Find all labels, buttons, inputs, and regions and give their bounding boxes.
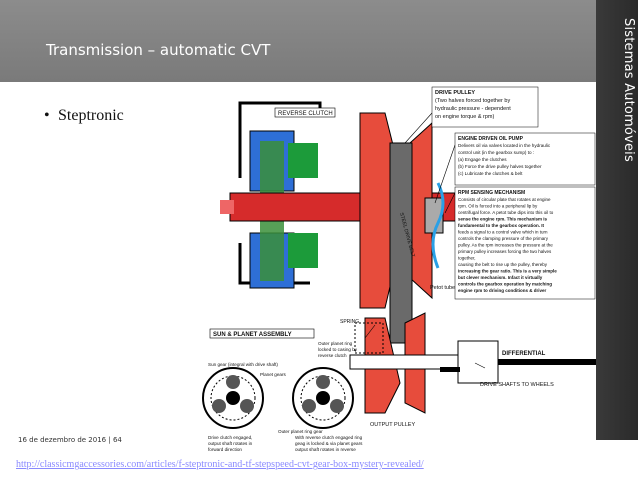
leader-lines [364, 112, 486, 369]
drive-shaft-left [440, 367, 460, 372]
svg-text:ENGINE DRIVEN OIL PUMP: ENGINE DRIVEN OIL PUMP [458, 136, 524, 142]
forward-caption-0: Drive clutch engaged, [208, 435, 252, 440]
svg-text:centrifugal force. A petot tub: centrifugal force. A petot tube dips int… [458, 210, 554, 215]
svg-text:DRIVE PULLEY: DRIVE PULLEY [435, 90, 475, 96]
page-title: Transmission – automatic CVT [46, 41, 271, 59]
footer-page-number: 64 [112, 436, 122, 444]
hub-top [288, 143, 318, 178]
title-bar [0, 0, 596, 82]
bullet-dot: • [44, 107, 50, 124]
drive-shafts-label: DRIVE SHAFTS TO WHEELS [480, 382, 554, 388]
input-shaft-stub [220, 200, 234, 214]
differential-box [457, 340, 499, 384]
svg-text:controls the gearbox operation: controls the gearbox operation by matchi… [458, 282, 552, 287]
sun-gear-label: Sun gear (integral with drive shaft) [208, 362, 278, 367]
petot-tube [431, 182, 445, 269]
svg-text:hydraulic pressure - dependent: hydraulic pressure - dependent [435, 106, 511, 112]
reverse-clutch-label: REVERSE CLUTCH [278, 111, 333, 117]
svg-text:primary pulley increases forci: primary pulley increases forcing the two… [458, 249, 552, 254]
svg-text:RPM SENSING MECHANISM: RPM SENSING MECHANISM [458, 190, 525, 196]
svg-text:pulley. As the rpm increases t: pulley. As the rpm increases the pressur… [458, 243, 553, 248]
outer-ring-reverse-0: Outer planet ring [318, 341, 353, 346]
svg-text:(a) Engage the clutches: (a) Engage the clutches [458, 157, 507, 162]
svg-text:together,: together, [458, 256, 476, 261]
forward-caption-1: output shaft rotates in [208, 441, 253, 446]
cvt-diagram: STEEL DRIVE BELT REVERSE CLUTCH [200, 83, 596, 455]
source-link[interactable]: http://classicmgaccessories.com/articles… [16, 459, 424, 470]
sun-planet-box [209, 328, 315, 339]
spring [354, 322, 384, 354]
hub-bottom [288, 233, 318, 268]
output-pulley-label: OUTPUT PULLEY [370, 422, 415, 428]
drive-shaft-right [498, 359, 596, 365]
bullet-text: Steptronic [58, 107, 124, 124]
reverse-caption-0: With reverse clutch engaged ring [295, 435, 363, 440]
svg-text:(Two halves forced together by: (Two halves forced together by [435, 98, 510, 104]
svg-text:controls the clamping pressure: controls the clamping pressure of the pr… [458, 236, 549, 241]
outer-ring-reverse-1: locked to casing by [318, 347, 358, 352]
planet-gear-forward [202, 367, 264, 429]
reverse-clutch-box [274, 107, 336, 118]
outer-planet-ring-gear-label: Outer planet ring gear [278, 429, 323, 434]
planet-gear-reverse [292, 367, 354, 429]
spring-label: SPRING [340, 319, 359, 325]
svg-text:but clever mechanism. Infact i: but clever mechanism. Infact it virtuall… [458, 275, 543, 280]
sidebar-label: Sistemas Automóveis [621, 18, 636, 162]
side-band [596, 0, 638, 440]
footer-date: 16 de dezembro de 2016 | 64 [18, 436, 122, 444]
outer-ring-reverse-2: reverse clutch [318, 353, 347, 358]
drive-pulley-note: DRIVE PULLEY (Two halves forced together… [431, 86, 539, 128]
svg-text:(c) Lubricate the clutches & b: (c) Lubricate the clutches & belt [458, 171, 523, 176]
rpm-sensing-note: RPM SENSING MECHANISM Consists of circul… [454, 186, 596, 300]
svg-text:Consists of circular plate tha: Consists of circular plate that rotates … [458, 197, 551, 202]
svg-text:(b) Force the drive pulley hal: (b) Force the drive pulley halves togeth… [458, 164, 542, 169]
petot-tube-label: Petot tube [430, 285, 455, 291]
oil-pump-note: ENGINE DRIVEN OIL PUMP Delivers oil via … [454, 132, 596, 186]
svg-text:sense the engine rpm. This mec: sense the engine rpm. This mechanism is [458, 217, 548, 222]
svg-text:rpm. Oil is forced into a peri: rpm. Oil is forced into a peripheral lip… [458, 204, 538, 209]
svg-text:engine rpm to driving conditio: engine rpm to driving conditions & drive… [458, 288, 547, 293]
svg-text:feeds a signal to a control va: feeds a signal to a control valve which … [458, 230, 548, 235]
planet-gears-label: Planet gears [260, 372, 286, 377]
sun-planet-label: SUN & PLANET ASSEMBLY [213, 332, 292, 338]
reverse-caption-1: geag is locked & via planet gears [295, 441, 363, 446]
reverse-caption-2: output shaft rotates in reverse [295, 447, 356, 452]
svg-text:control unit (in the gearbox s: control unit (in the gearbox sump) to : [458, 150, 534, 155]
svg-text:on engine torque & rpm): on engine torque & rpm) [435, 114, 494, 120]
differential-label: DIFFERENTIAL [502, 351, 546, 357]
bullet-item: • Steptronic [44, 107, 124, 125]
svg-text:fundamental to the gearbox ope: fundamental to the gearbox operation. It [458, 223, 545, 228]
footer-date-text: 16 de dezembro de 2016 [18, 436, 107, 444]
svg-text:causing the belt to rise up th: causing the belt to rise up the pulley, … [458, 262, 548, 267]
forward-caption-2: forward direction [208, 447, 242, 452]
svg-text:increasing the gear ratio. Thi: increasing the gear ratio. This is a ver… [458, 269, 557, 274]
svg-text:Delivers oil via valves locate: Delivers oil via valves located in the h… [458, 143, 551, 148]
